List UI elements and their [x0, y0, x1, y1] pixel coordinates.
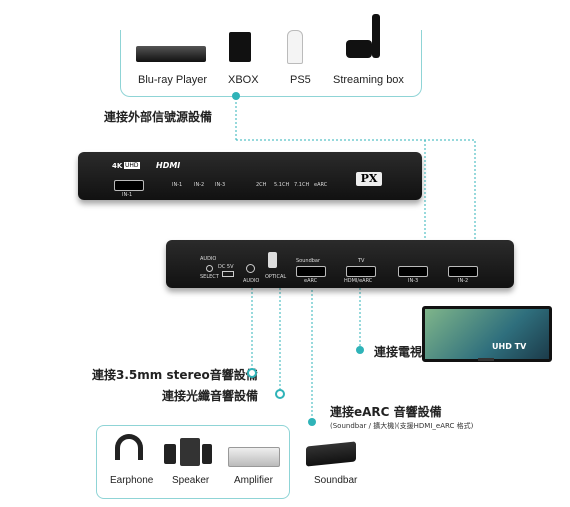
- mode-indicator-2ch: 2CH: [256, 182, 267, 188]
- switch-front-panel: 4K UHD HDMI IN-1 IN-1 IN-2 IN-3 2CH 5.1C…: [78, 152, 422, 200]
- earphone-icon: [115, 434, 143, 460]
- audio-jack-port[interactable]: [246, 264, 255, 273]
- dc-label: DC 5V: [218, 264, 234, 270]
- input-indicator-in2: IN-2: [194, 182, 205, 188]
- audio-label: AUDIO: [243, 278, 260, 284]
- earc-hdmi-port[interactable]: [296, 266, 326, 277]
- switch-back-panel: AUDIO SELECT DC 5V AUDIO OPTICAL Soundba…: [166, 240, 514, 288]
- dc-power-port[interactable]: [222, 271, 234, 277]
- optical-caption: 連接光纖音響設備: [162, 389, 259, 403]
- optical-port[interactable]: [268, 252, 277, 268]
- badge-uhd: UHD: [124, 162, 140, 169]
- input-indicator-in1: IN-1: [172, 182, 183, 188]
- back-port-label-in3: IN-3: [408, 278, 419, 284]
- tv-hdmi-port[interactable]: [346, 266, 376, 277]
- source-label-ps5: PS5: [290, 74, 311, 86]
- mode-indicator-earc: eARC: [314, 182, 328, 188]
- hdmi-logo: HDMI: [156, 161, 181, 170]
- earc-connector-dot: [308, 418, 316, 426]
- back-port-label-in2: IN-2: [458, 278, 469, 284]
- brand-logo: PX: [356, 172, 382, 186]
- source-label-xbox: XBOX: [228, 74, 259, 86]
- analog-output-panel: [96, 425, 290, 499]
- amplifier-icon: [228, 447, 280, 467]
- earc-caption: 連接eARC 音響設備: [330, 405, 442, 419]
- back-hdmi-port-in3[interactable]: [398, 266, 428, 277]
- tv-icon: [422, 306, 552, 362]
- source-label-streaming: Streaming box: [333, 74, 404, 86]
- optical-label: OPTICAL: [265, 274, 287, 280]
- streaming-box-icon: [346, 40, 372, 58]
- output-label-amplifier: Amplifier: [234, 475, 273, 486]
- badge-4k: 4K: [112, 162, 123, 170]
- tv-caption: 連接電視: [374, 345, 423, 359]
- front-port-label-in1: IN-1: [122, 192, 133, 198]
- select-label: SELECT: [200, 274, 219, 280]
- tv-badge: UHD TV: [492, 342, 527, 351]
- bluray-player-icon: [136, 46, 206, 62]
- mode-indicator-71ch: 7.1CH: [294, 182, 310, 188]
- tv-port-label: TV: [358, 258, 365, 264]
- output-label-speaker: Speaker: [172, 475, 210, 486]
- earc-note: (Soundbar / 擴大機)(支援HDMI_eARC 格式): [330, 422, 474, 430]
- xbox-console-icon: [229, 32, 251, 62]
- source-devices-panel: [120, 30, 422, 97]
- soundbar-port-label: Soundbar: [296, 258, 321, 264]
- mode-indicator-51ch: 5.1CH: [274, 182, 290, 188]
- output-label-soundbar: Soundbar: [314, 475, 358, 486]
- source-label-bluray: Blu-ray Player: [138, 74, 208, 86]
- stereo-caption: 連接3.5mm stereo音響設備: [92, 368, 258, 382]
- tv-connector-dot: [356, 346, 364, 354]
- earc-port-label: eARC: [304, 278, 318, 284]
- optical-connector-ring: [275, 389, 285, 399]
- stereo-connector-ring: [247, 368, 257, 378]
- ps5-console-icon: [287, 30, 303, 64]
- audio-select-label: AUDIO: [200, 256, 217, 262]
- front-hdmi-port-in1[interactable]: [114, 180, 144, 191]
- back-hdmi-port-in2[interactable]: [448, 266, 478, 277]
- source-caption: 連接外部信號源設備: [104, 110, 213, 124]
- speaker-icon: [164, 438, 212, 466]
- hdmi-earc-label: HDMI/eARC: [344, 278, 373, 284]
- source-connector-dot: [232, 92, 240, 100]
- input-indicator-in3: IN-3: [215, 182, 226, 188]
- output-label-earphone: Earphone: [110, 475, 154, 486]
- tv-stand: [478, 358, 494, 361]
- audio-select-button[interactable]: [206, 265, 213, 272]
- remote-icon: [372, 14, 380, 58]
